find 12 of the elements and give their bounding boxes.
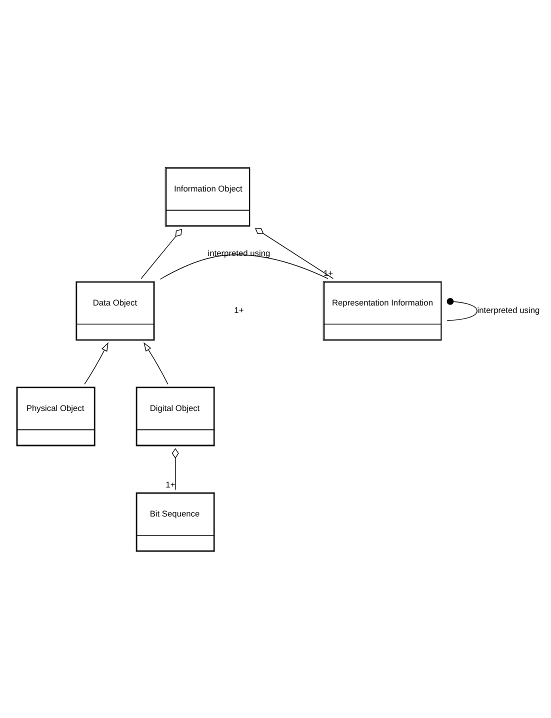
arrow: [84, 342, 108, 384]
connector: [254, 228, 334, 278]
edge-label: interpreted using: [208, 248, 270, 258]
edge-label: 1+: [324, 268, 334, 278]
label: 1+: [234, 304, 244, 315]
connector: [446, 298, 478, 320]
arrow: [144, 342, 168, 384]
edge-label: 1+: [166, 478, 176, 489]
connector: [172, 448, 179, 490]
connector: [140, 228, 182, 278]
edge-label: interpreted using: [477, 304, 540, 315]
connector: [160, 254, 328, 280]
